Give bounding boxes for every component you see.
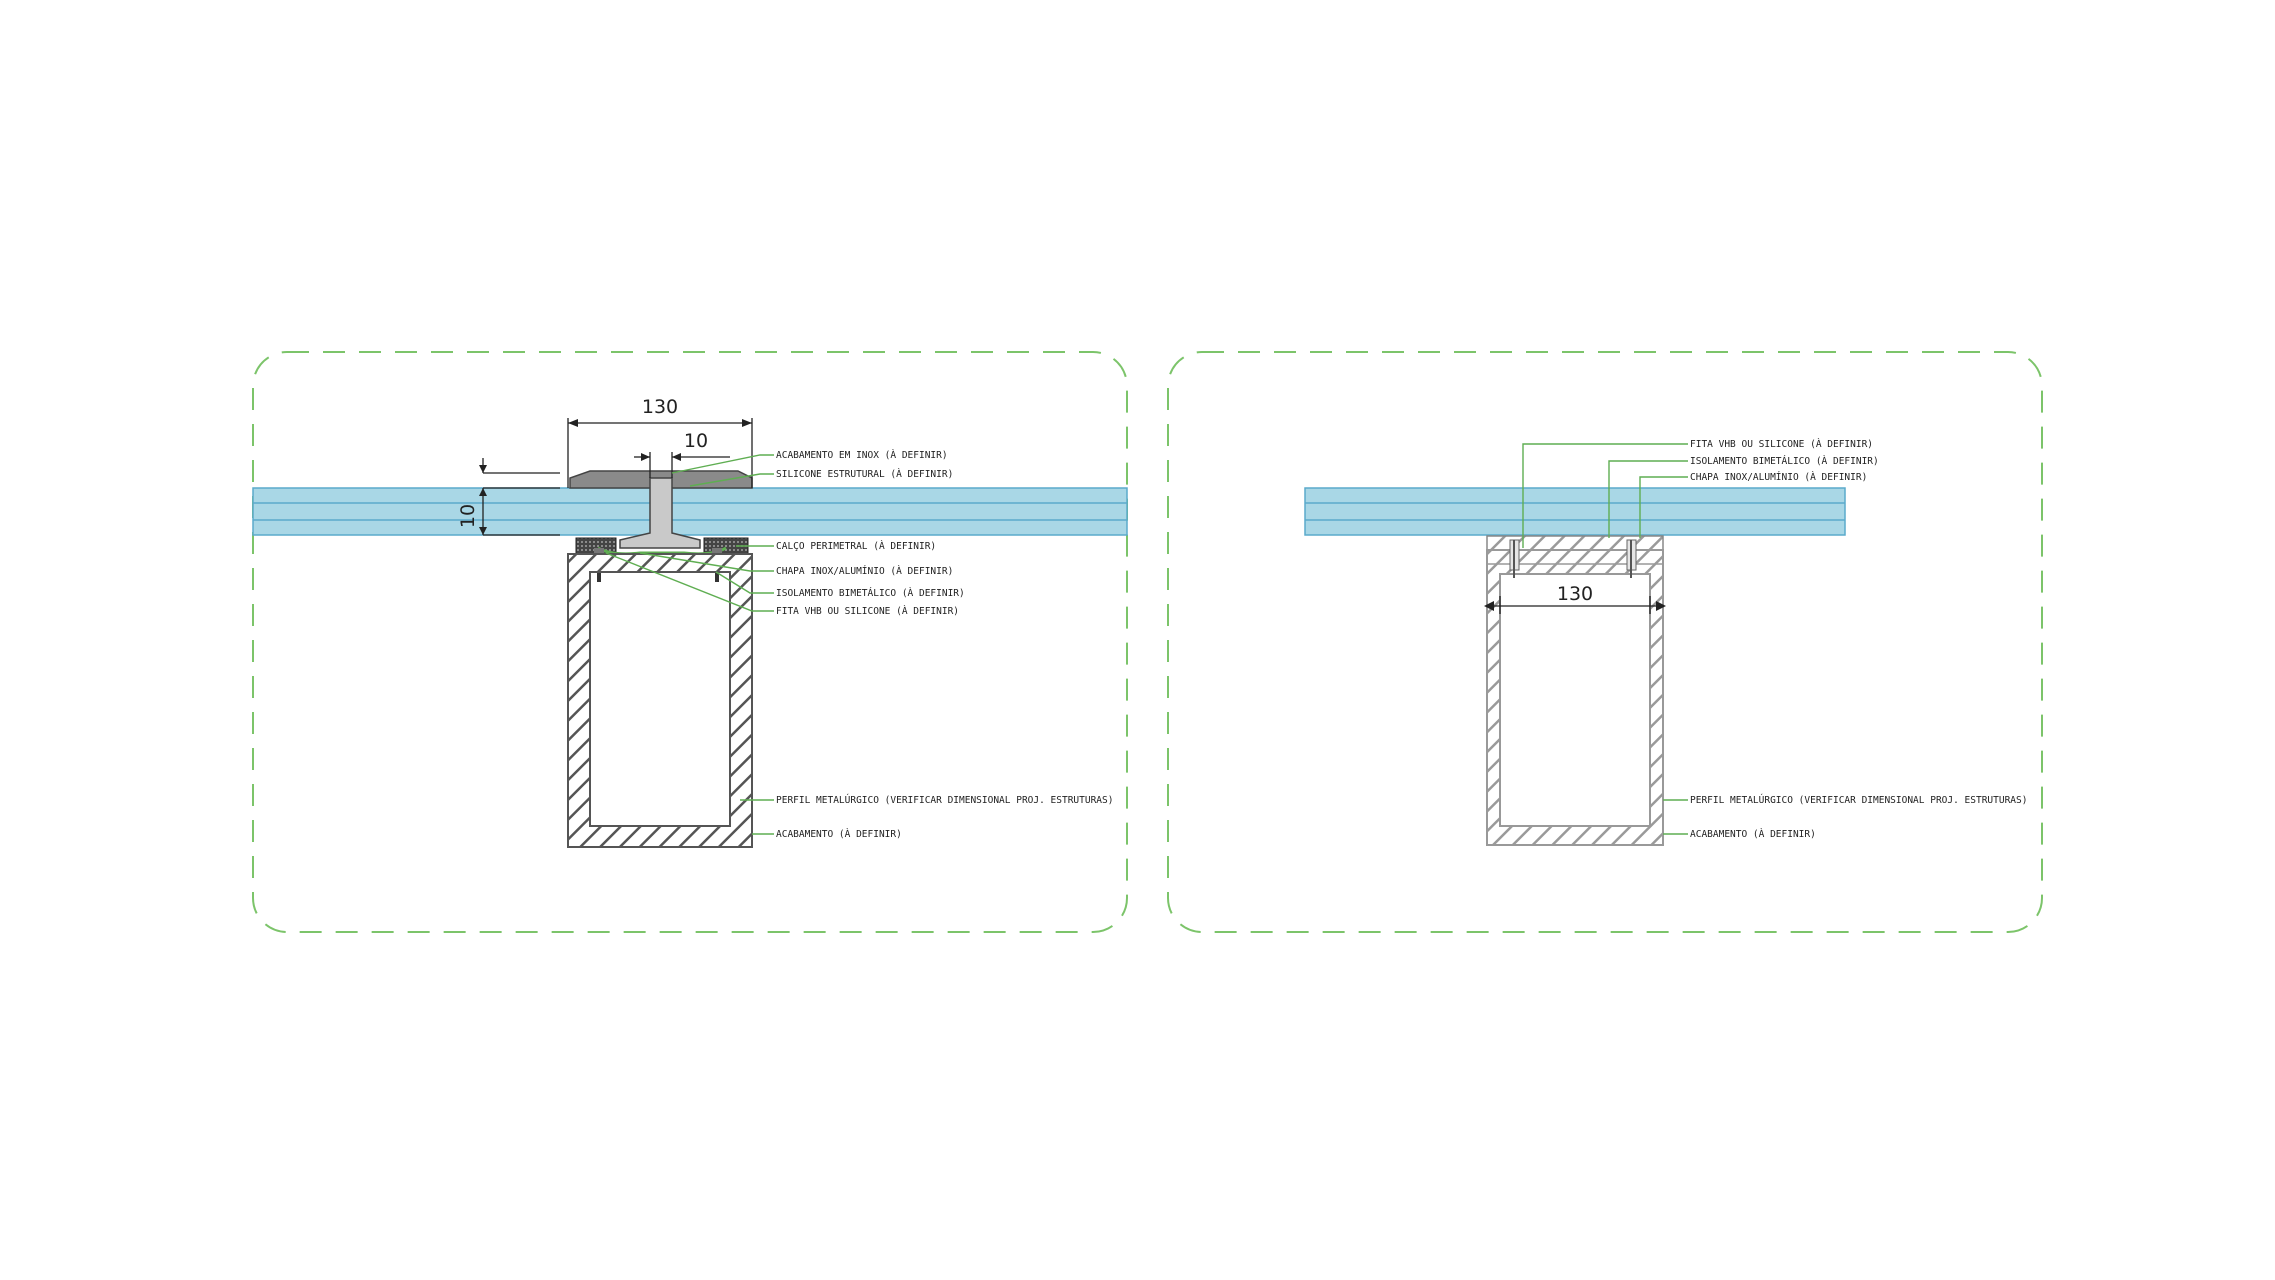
left-gap-dimension: 10: [634, 430, 730, 478]
right-label-inox-sheet: CHAPA INOX/ALUMÍNIO (À DEFINIR): [1690, 471, 1867, 483]
right-width-value: 130: [1557, 583, 1593, 605]
left-width-dimension: 130: [567, 396, 753, 488]
right-screw-a: [1509, 539, 1520, 578]
left-label-structural-silicone: SILICONE ESTRUTURAL (À DEFINIR): [776, 468, 953, 480]
left-label-bimetallic-isolation: ISOLAMENTO BIMETÁLICO (À DEFINIR): [776, 587, 965, 599]
left-thickness-value: 10: [457, 504, 479, 528]
left-glass-panel: [252, 487, 1128, 536]
right-glass-panel: [1304, 487, 1846, 536]
left-label-finish: ACABAMENTO (À DEFINIR): [776, 828, 902, 840]
right-frame: [1167, 351, 2043, 933]
right-metal-profile: [1486, 549, 1664, 846]
left-labels: ACABAMENTO EM INOX (À DEFINIR) SILICONE …: [776, 449, 1113, 840]
right-label-metal-profile: PERFIL METALÚRGICO (VERIFICAR DIMENSIONA…: [1690, 794, 2027, 806]
left-label-vhb-tape: FITA VHB OU SILICONE (À DEFINIR): [776, 605, 959, 617]
right-label-vhb-tape: FITA VHB OU SILICONE (À DEFINIR): [1690, 438, 1873, 450]
left-label-inox-sheet: CHAPA INOX/ALUMÍNIO (À DEFINIR): [776, 565, 953, 577]
left-metal-profile: [567, 553, 753, 848]
left-label-inox-finish: ACABAMENTO EM INOX (À DEFINIR): [776, 449, 948, 461]
left-label-perimeter-shim: CALÇO PERIMETRAL (À DEFINIR): [776, 540, 936, 552]
left-gap-value: 10: [684, 430, 708, 452]
right-label-bimetallic-isolation: ISOLAMENTO BIMETÁLICO (À DEFINIR): [1690, 455, 1879, 467]
right-screw-b: [1626, 539, 1637, 578]
right-label-finish: ACABAMENTO (À DEFINIR): [1690, 828, 1816, 840]
left-leaders: [605, 454, 774, 835]
left-t-profile: [619, 477, 701, 549]
right-detail: 130 FITA VHB OU SILICONE (À DEFINIR) ISO…: [1167, 351, 2043, 933]
left-frame: [252, 351, 1128, 933]
left-thickness-dimension: 10: [457, 458, 560, 536]
left-detail: 130 10 10: [252, 351, 1128, 933]
left-label-metal-profile: PERFIL METALÚRGICO (VERIFICAR DIMENSIONA…: [776, 794, 1113, 806]
right-labels: FITA VHB OU SILICONE (À DEFINIR) ISOLAME…: [1690, 438, 2027, 840]
right-width-dimension: 130: [1484, 583, 1666, 614]
left-width-value: 130: [642, 396, 678, 418]
right-leaders: [1522, 443, 1688, 835]
